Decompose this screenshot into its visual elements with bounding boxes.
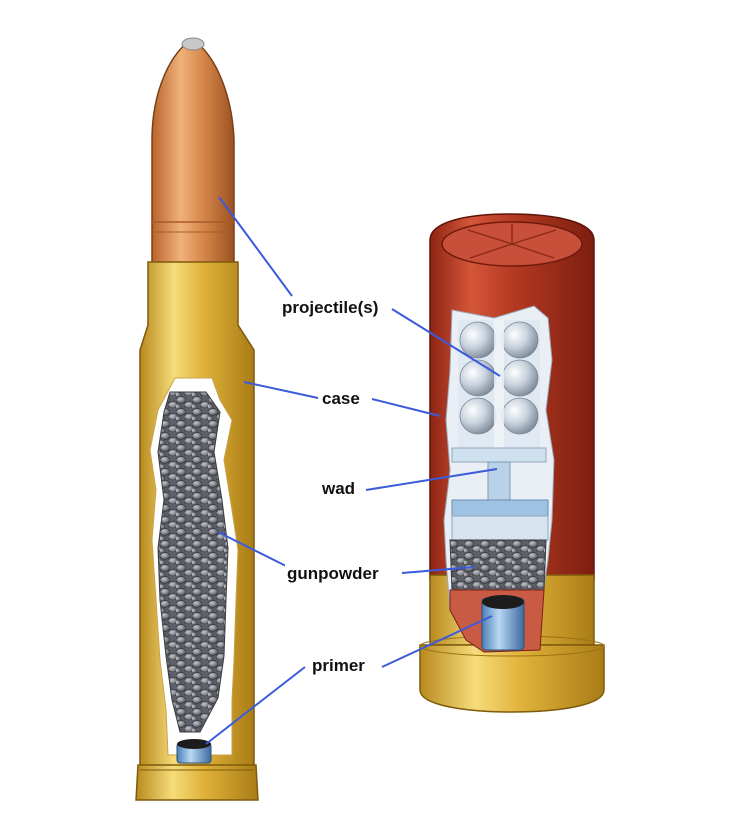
leader-projectile-right — [391, 308, 501, 377]
leader-gunpowder-left — [217, 531, 291, 569]
label-case: case — [320, 389, 362, 409]
shot-cup-divider — [494, 320, 504, 448]
leader-case-right — [371, 398, 441, 417]
leader-projectile-left — [218, 196, 293, 297]
rifle-bullet-projectile — [151, 39, 235, 271]
shotgun-rim — [419, 644, 605, 713]
leader-primer-right — [381, 615, 493, 668]
rifle-case-rim — [135, 764, 259, 801]
leader-wad — [365, 468, 498, 491]
label-projectile: projectile(s) — [280, 298, 381, 318]
rifle-primer — [176, 739, 212, 764]
label-gunpowder: gunpowder — [285, 564, 381, 584]
label-wad: wad — [320, 479, 358, 499]
shotgun-primer — [481, 595, 525, 651]
rifle-gunpowder — [157, 391, 229, 733]
shotgun-wad — [451, 447, 549, 541]
bullet-tip — [181, 37, 205, 51]
label-primer: primer — [310, 656, 367, 676]
shotgun-shell — [419, 213, 605, 713]
crimp-folds — [467, 224, 557, 259]
rifle-cartridge — [135, 37, 259, 801]
shotgun-gunpowder — [449, 539, 547, 591]
leader-lines — [205, 196, 501, 745]
leader-case-left — [243, 381, 319, 399]
leader-gunpowder-right — [401, 566, 475, 574]
leader-primer-left — [205, 666, 306, 745]
